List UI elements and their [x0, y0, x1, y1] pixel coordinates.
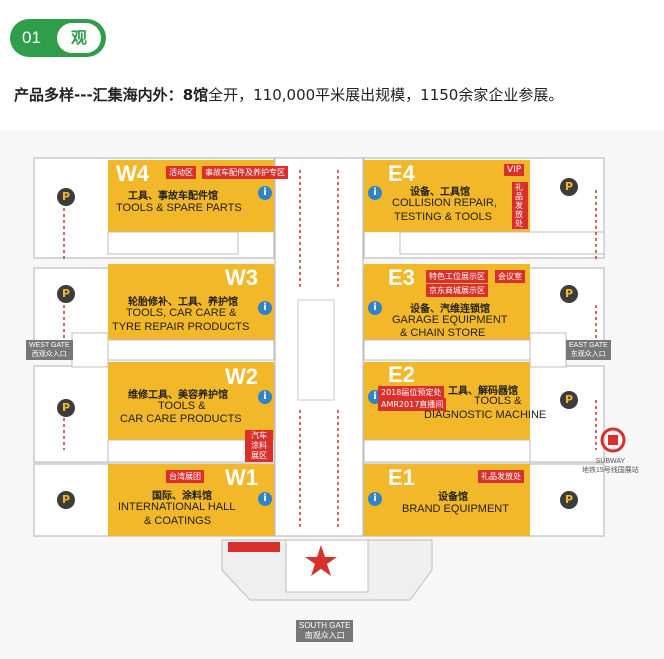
parking-icon: P	[560, 488, 578, 509]
south-gate-en: SOUTH GATE	[299, 621, 351, 630]
hall-w2-en2: CAR CARE PRODUCTS	[120, 413, 242, 425]
east-gate-cn: 东观众入口	[570, 351, 606, 358]
hall-w1-en1: INTERNATIONAL HALL	[118, 501, 236, 513]
w1-tag: 台湾展团	[166, 470, 204, 483]
west-gate-cn: 西观众入口	[31, 351, 67, 358]
info-icon: i	[368, 180, 382, 200]
w4-tag: 活动区	[166, 166, 196, 179]
subway-label: SUBWAY 地铁15号线国展站	[582, 458, 639, 475]
e3-tag: 会议室	[495, 270, 525, 283]
south-gate-cn: 南观众入口	[304, 631, 345, 640]
e3-tag: 京东商城展示区	[426, 284, 488, 297]
star-icon	[305, 545, 337, 576]
hall-e4-en1: COLLISION REPAIR,	[392, 197, 497, 209]
west-gate-label: WEST GATE 西观众入口	[26, 340, 73, 360]
hall-e2-code: E2	[388, 362, 415, 387]
subway-cn: 地铁15号线国展站	[582, 467, 639, 474]
hall-e4-cn: 设备、工具馆	[410, 187, 470, 198]
hall-e3-code: E3	[388, 265, 415, 290]
e2-tag: 2018届位预定处	[378, 386, 445, 399]
e4-vip: VIP	[504, 164, 525, 176]
hall-w4-code: W4	[116, 161, 149, 186]
hall-w2-cn: 维修工具、美容养护馆	[128, 390, 228, 401]
hall-e1-code: E1	[388, 465, 415, 490]
hall-e2-en2: DIAGNOSTIC MACHINE	[424, 409, 547, 421]
east-gate-en: EAST GATE	[569, 342, 608, 349]
e3-tag: 特色工位展示区	[426, 270, 488, 283]
info-icon: i	[368, 486, 382, 506]
section-number: 01	[22, 28, 41, 47]
section-tag: 观	[57, 23, 101, 53]
intro-bold: 产品多样---汇集海内外：	[14, 86, 183, 104]
e4-tag: 礼品发放处	[512, 182, 528, 229]
info-icon: i	[258, 486, 272, 506]
hall-w4-en: TOOLS & SPARE PARTS	[116, 202, 242, 214]
intro-bold-halls: 8馆	[182, 86, 209, 104]
hall-w3-code: W3	[225, 265, 258, 290]
west-gate-building	[71, 332, 109, 368]
parking-icon: P	[560, 175, 578, 196]
parking-icon: P	[57, 396, 75, 417]
parking-icon: P	[560, 388, 578, 409]
hall-w1-code: W1	[225, 465, 258, 490]
parking-icon: P	[57, 185, 75, 206]
parking-icon: P	[560, 282, 578, 303]
hall-e4-code: E4	[388, 161, 415, 186]
hall-e3-en1: GARAGE EQUIPMENT	[392, 314, 508, 326]
section-badge: 01 观	[10, 19, 106, 57]
e1-tag: 礼品发放处	[478, 470, 524, 483]
hall-w1-cn: 国际、涂料馆	[152, 491, 212, 502]
hall-w3-en1: TOOLS, CAR CARE &	[126, 307, 237, 319]
w2-tag: 汽车涂料展区	[245, 430, 273, 462]
hall-e3-en2: & CHAIN STORE	[400, 327, 486, 339]
hall-e1-en: BRAND EQUIPMENT	[402, 503, 509, 515]
e4-block	[364, 160, 530, 232]
east-gate-label: EAST GATE 东观众入口	[566, 340, 611, 360]
west-gate-en: WEST GATE	[29, 342, 70, 349]
parking-icon: P	[57, 282, 75, 303]
w4-tag: 事故车配件及养护专区	[202, 166, 288, 179]
subway-logo-icon	[600, 427, 626, 453]
hall-w1-en2: & COATINGS	[144, 515, 212, 527]
w3-block	[108, 264, 274, 340]
hall-w3-en2: TYRE REPAIR PRODUCTS	[112, 321, 250, 333]
info-icon: i	[258, 384, 272, 404]
corridor-hall	[297, 299, 335, 401]
hall-e1-cn: 设备馆	[438, 492, 468, 503]
parking-icon: P	[57, 488, 75, 509]
hall-w4-cn: 工具、事故车配件馆	[128, 191, 218, 202]
venue-map: P P P P P P P P i i i i i i i i W4 活动区 事…	[0, 130, 664, 659]
info-icon: i	[368, 295, 382, 315]
hall-e2-en1: TOOLS &	[474, 395, 522, 407]
intro-text: 产品多样---汇集海内外：8馆全开，110,000平米展出规模，1150余家企业…	[14, 84, 563, 105]
intro-rest: 全开，110,000平米展出规模，1150余家企业参展。	[208, 86, 564, 104]
hall-w2-en1: TOOLS &	[158, 400, 206, 412]
info-icon: i	[258, 180, 272, 200]
e2-tag: AMR2017直播间	[378, 398, 447, 411]
w2-block	[108, 362, 274, 440]
info-icon: i	[258, 295, 272, 315]
south-gate-label: SOUTH GATE 南观众入口	[296, 620, 354, 642]
hall-e3-cn: 设备、汽维连锁馆	[410, 304, 490, 315]
venue-map-graphic	[33, 157, 626, 601]
hall-w3-cn: 轮胎修补、工具、养护馆	[128, 297, 238, 308]
east-gate-building	[529, 332, 567, 368]
subway-en: SUBWAY	[595, 458, 626, 465]
hall-e2-cn: 工具、解码器馆	[448, 386, 518, 397]
hall-w2-code: W2	[225, 364, 258, 389]
hall-e4-en2: TESTING & TOOLS	[394, 211, 493, 223]
